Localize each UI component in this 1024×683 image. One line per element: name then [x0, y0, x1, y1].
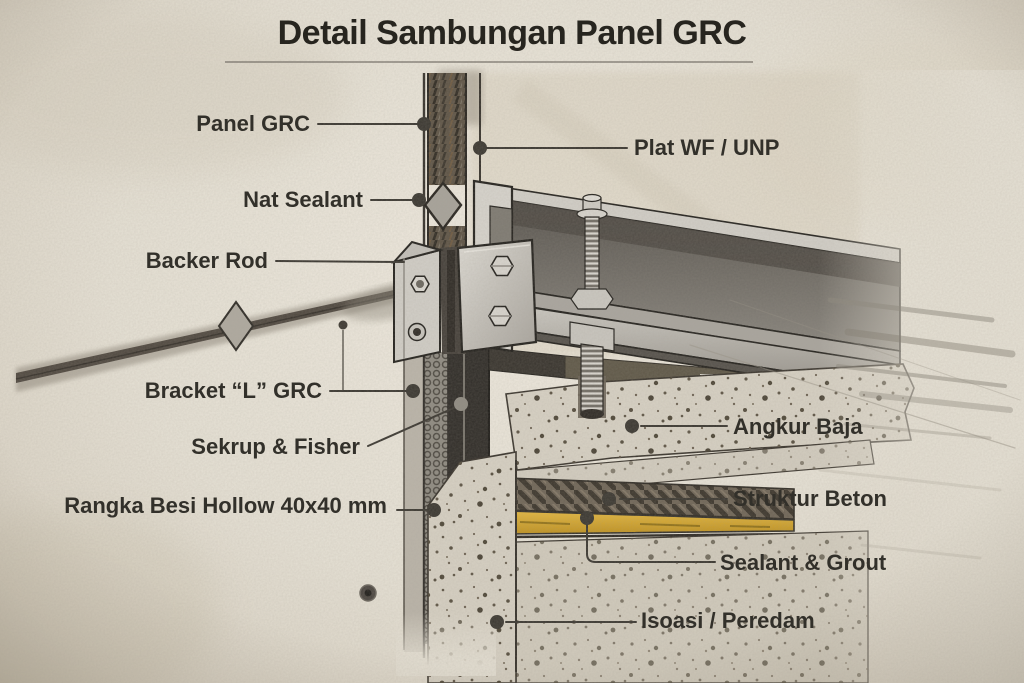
label-struktur-beton: Struktur Beton — [733, 486, 887, 511]
diagram-title: Detail Sambungan Panel GRC — [277, 14, 747, 52]
label-plat-wf-unp: Plat WF / UNP — [634, 135, 780, 160]
label-backer-rod: Backer Rod — [145, 248, 268, 273]
label-rangka-besi-hollow: Rangka Besi Hollow 40x40 mm — [64, 493, 387, 518]
label-nat-sealant: Nat Sealant — [243, 187, 363, 212]
label-sekrup-fisher: Sekrup & Fisher — [191, 434, 360, 459]
label-isoasi-peredam: Isoasi / Peredam — [641, 608, 815, 633]
title-underline — [225, 61, 753, 63]
label-angkur-baja: Angkur Baja — [733, 414, 863, 439]
label-sealant-grout: Sealant & Grout — [720, 550, 887, 575]
label-panel-grc: Panel GRC — [196, 111, 310, 136]
label-bracket-l-grc: Bracket “L” GRC — [144, 378, 322, 403]
